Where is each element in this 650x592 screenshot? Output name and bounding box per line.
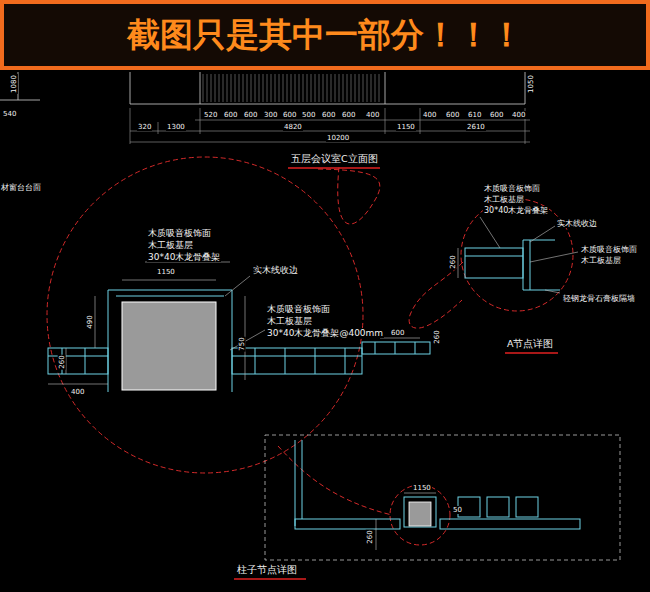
- dimension-value: 260: [58, 354, 66, 369]
- annotation-text: 木工板基层: [580, 256, 622, 265]
- annotation-text: 木质吸音板饰面: [580, 245, 638, 254]
- title-banner: 截图只是其中一部分！！！: [0, 0, 650, 70]
- dimension-value: 1150: [156, 268, 176, 276]
- dimension-value: 260: [449, 254, 457, 269]
- dimension-value: 400: [422, 111, 437, 119]
- dimension-value: 10200: [326, 134, 350, 142]
- dimension-value: 1080: [10, 74, 18, 94]
- dimension-value: 750: [238, 336, 246, 351]
- annotation-text: 木工板基层: [483, 195, 525, 204]
- annotation-text: 30*40木龙骨叠架@400mm: [266, 328, 384, 338]
- dimension-value: 500: [301, 111, 316, 119]
- dimension-value: 600: [445, 111, 460, 119]
- dimension-value: 300: [263, 111, 278, 119]
- dimension-value: 490: [86, 314, 94, 329]
- dimension-value: 520: [203, 111, 218, 119]
- dimension-value: 1150: [412, 484, 432, 492]
- dimension-value: 600: [321, 111, 336, 119]
- dimension-value: 320: [137, 123, 152, 131]
- annotation-text: 木质吸音板饰面: [147, 228, 212, 238]
- annotation-text: 30*40木龙骨叠架: [147, 252, 221, 262]
- dimension-value: 1300: [166, 123, 186, 131]
- annotation-text: 30*40木龙骨叠架: [483, 206, 549, 215]
- dimension-value: 50: [452, 506, 463, 514]
- dimension-value: 600: [282, 111, 297, 119]
- dimension-value: 400: [511, 111, 526, 119]
- annotation-text: 轻钢龙骨石膏板隔墙: [562, 294, 636, 303]
- dimension-value: 400: [70, 388, 85, 396]
- dimension-value: 600: [341, 111, 356, 119]
- dimension-value: 610: [467, 111, 482, 119]
- annotation-text: 五层会议室C立面图: [290, 154, 379, 165]
- dimension-value: 4820: [283, 123, 303, 131]
- dimension-value: 540: [2, 110, 17, 118]
- annotation-text: 木工板基层: [266, 316, 313, 326]
- annotation-text: 实木线收边: [556, 219, 598, 228]
- dimension-value: 260: [366, 529, 374, 544]
- dimension-value: 1150: [396, 123, 416, 131]
- dimension-value: 2610: [466, 123, 486, 131]
- dimension-value: 600: [489, 111, 504, 119]
- annotation-text: 木质吸音板饰面: [483, 184, 541, 193]
- dimension-value: 400: [365, 111, 380, 119]
- annotation-text: 材窗台台面: [0, 183, 42, 192]
- annotation-text: 实木线收边: [252, 266, 299, 276]
- annotation-text: A节点详图: [506, 339, 555, 350]
- dimension-value: 260: [433, 329, 441, 344]
- annotation-text: 木质吸音板饰面: [266, 304, 331, 314]
- annotation-text: 柱子节点详图: [236, 565, 298, 576]
- dimension-value: 600: [390, 329, 405, 337]
- dimension-value: 1050: [527, 74, 535, 94]
- dimension-value: 600: [223, 111, 238, 119]
- title: 截图只是其中一部分！！！: [4, 4, 646, 66]
- dimension-value: 600: [243, 111, 258, 119]
- annotation-text: 木工板基层: [147, 240, 194, 250]
